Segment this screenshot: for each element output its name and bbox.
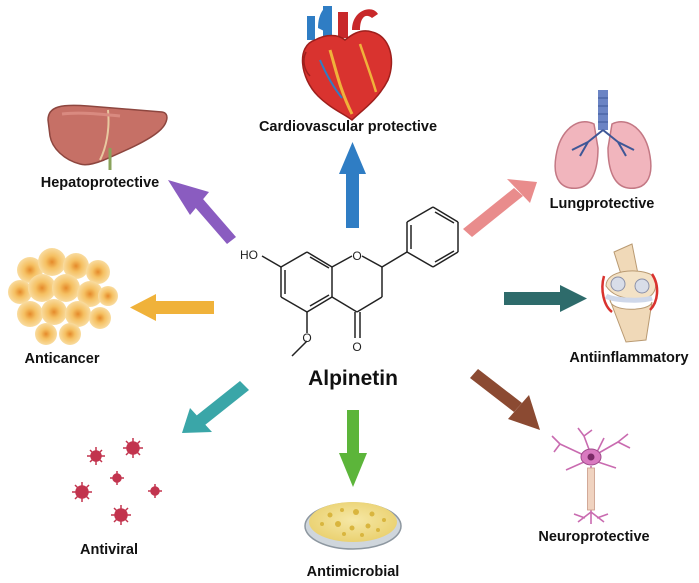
carbonyl-oxygen-label: O [352,340,361,354]
neuron-icon [551,427,631,524]
cancer-cells-icon [8,248,118,345]
hydroxyl-label: HO [240,248,258,262]
alpinetin-structure: HO O O O [240,206,459,357]
knee-joint-icon [601,243,659,343]
methoxy-oxygen-label: O [302,331,311,345]
lungs-icon [554,90,652,189]
arrow-antiviral [182,381,249,433]
arrow-lung [463,179,537,237]
label-neuro: Neuroprotective [538,529,649,545]
compound-name: Alpinetin [308,367,398,390]
ring-oxygen-label: O [352,249,361,263]
arrow-anticancer [130,294,214,321]
liver-icon [47,104,168,170]
label-hepato: Hepatoprotective [41,175,159,191]
label-cardio: Cardiovascular protective [259,119,437,135]
label-lung: Lungprotective [550,196,655,212]
arrow-hepato [168,180,236,244]
petri-dish-icon [304,502,402,550]
label-antimicrobial: Antimicrobial [307,564,400,580]
label-antiviral: Antiviral [80,542,138,558]
heart-icon [301,6,393,121]
arrow-cardio [339,142,366,228]
virus-icon [72,438,162,525]
label-anticancer: Anticancer [25,351,100,367]
arrow-antimicrobial [339,410,367,487]
label-antiinflam: Antiinflammatory [569,350,688,366]
arrow-antiinflam [504,285,587,312]
arrow-neuro [470,369,540,430]
